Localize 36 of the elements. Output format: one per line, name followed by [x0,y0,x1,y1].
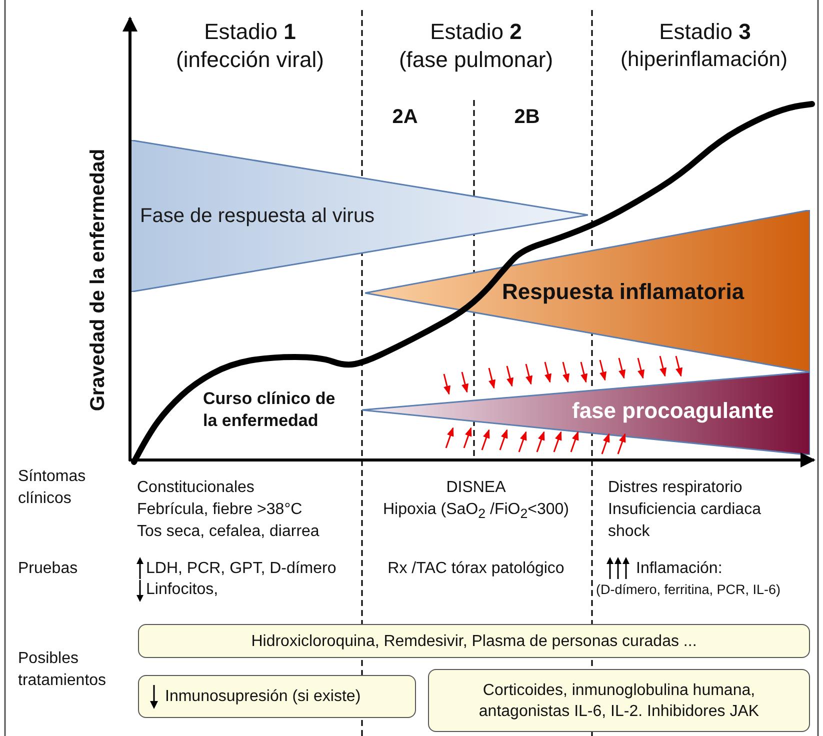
triangle-label: Fase de respuesta al virus [140,205,375,228]
test-text: Linfocitos, [146,580,218,600]
test-text: Inflamación: [636,559,722,579]
stage-subtitle: (hiperinflamación) [620,47,788,73]
substage-label: 2B [513,105,541,130]
row-label: Pruebas [18,559,78,579]
triangle-label: fase procoagulante [572,398,774,424]
stage-subtitle: (infección viral) [175,46,325,74]
symptom-text: Febrícula, fiebre >38°C [137,500,302,520]
row-label: Posibles tratamientos [18,649,108,691]
stage-heading: Estadio 2 [429,18,523,46]
procoagulant-triangle [362,372,810,455]
stage-heading: Estadio 1 [203,18,297,46]
stage-heading: Estadio 3 [658,18,752,46]
row-label: Síntomas clínicos [18,467,87,509]
treatment-box [138,675,416,718]
symptom-text: shock [608,522,650,542]
symptom-text: Distres respiratorio [608,478,742,498]
treatment-text: Hidroxicloroquina, Remdesivir, Plasma de personas curadas ... [250,632,698,652]
treatment-text: Corticoides, inmunoglobulina humana, antagonistas IL-6, IL-2. Inhibidores JAK [478,680,760,722]
symptom-text: DISNEA [445,478,507,498]
stage-subtitle: (fase pulmonar) [398,46,554,74]
treatment-box [428,669,810,732]
symptom-text: Constitucionales [137,478,254,498]
symptom-text: Hipoxia (SaO$_{2}$ /FiO$_{2}$<300) [382,500,570,524]
symptom-text: Tos seca, cefalea, diarrea [137,522,320,542]
substage-label: 2A [391,105,419,130]
treatment-text: Inmunosupresión (si existe) [165,687,361,707]
axis-title: Gravedad de la enfermedad [86,148,110,414]
treatment-box [138,624,810,658]
test-text: Rx /TAC tórax patológico [386,559,566,579]
test-text: (D-dímero, ferritina, PCR, IL-6) [596,581,781,599]
test-text: LDH, PCR, GPT, D-dímero [146,559,336,579]
symptom-text: Insuficiencia cardiaca [608,500,761,520]
curve-label: Curso clínico de la enfermedad [203,388,336,432]
triangle-label: Respuesta inflamatoria [502,279,744,305]
